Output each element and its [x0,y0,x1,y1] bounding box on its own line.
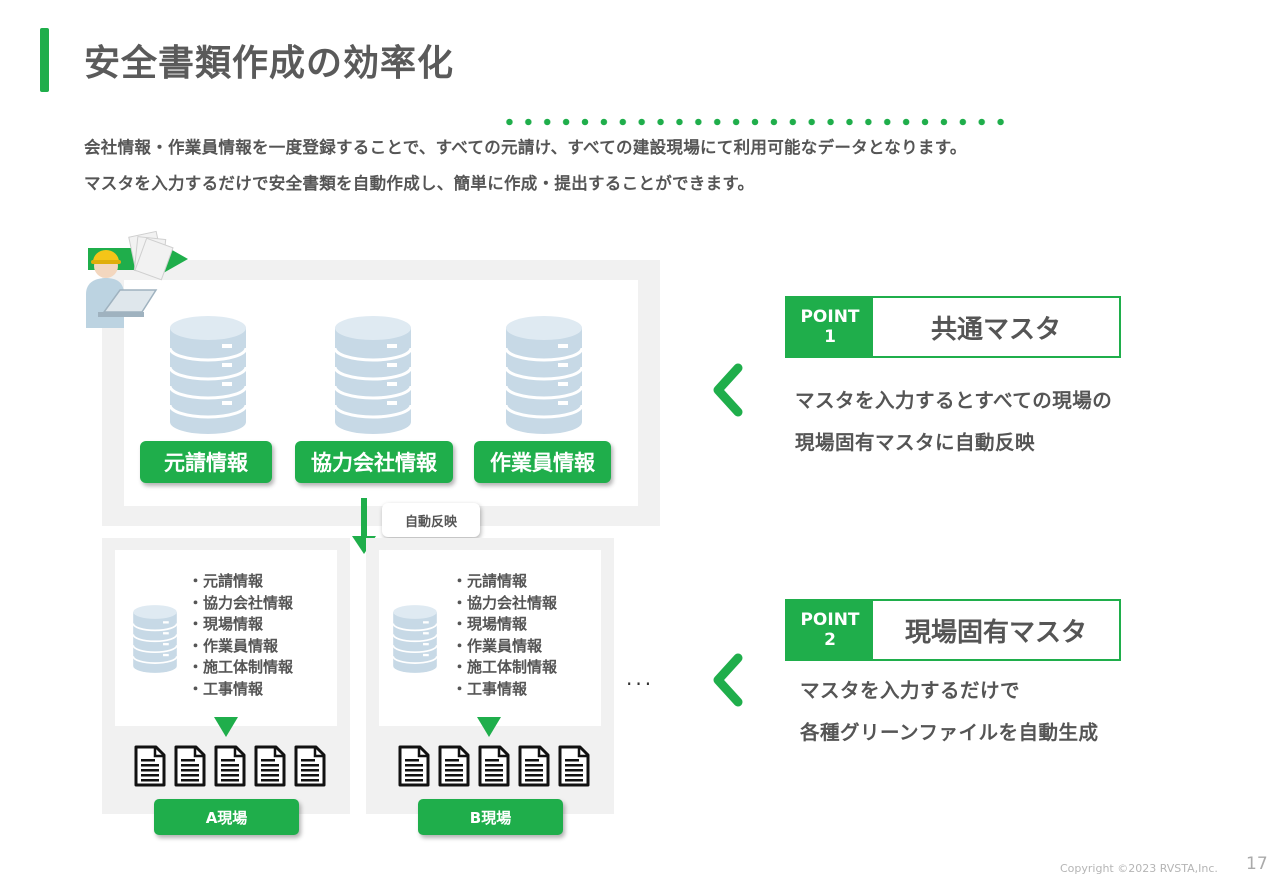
document-icon [558,745,590,787]
lead-text-line-1: 会社情報・作業員情報を一度登録することで、すべての元請け、すべての建設現場にて利… [84,138,967,157]
list-item: ・施工体制情報 [188,658,294,677]
point-1-description-line: マスタを入力するとすべての現場の [795,389,1113,412]
document-icon [518,745,550,787]
site-a-documents [134,745,326,787]
page-number: 17 [1246,854,1268,874]
document-icon [478,745,510,787]
site-a-label: A現場 [154,799,299,835]
document-icon [438,745,470,787]
list-item: ・施工体制情報 [452,658,558,677]
point-2-tag-number: 2 [824,630,836,650]
database-icon [132,604,178,674]
point-1-description-line: 現場固有マスタに自動反映 [795,431,1036,454]
site-b-documents [398,745,590,787]
point-1-title: 共通マスタ [930,314,1061,345]
lead-text-line-2: マスタを入力するだけで安全書類を自動作成し、簡単に作成・提出することができます。 [84,174,755,193]
point-1-box: POINT 1 共通マスタ [785,296,1121,358]
list-item: ・工事情報 [452,679,528,698]
document-icon [174,745,206,787]
document-icon [398,745,430,787]
chevron-left-icon [713,653,743,707]
worker-with-laptop-icon [86,230,188,328]
dotted-decoration [500,117,1012,127]
database-icon [168,314,248,436]
point-2-description-line: マスタを入力するだけで [800,679,1021,702]
list-item: ・工事情報 [188,679,264,698]
point-2-tag-word: POINT [800,610,860,630]
title-accent-bar [40,28,49,92]
database-icon [504,314,584,436]
site-b-label: B現場 [418,799,563,835]
document-icon [134,745,166,787]
copyright-text: Copyright ©2023 RVSTA,Inc. [1060,862,1218,875]
document-icon [214,745,246,787]
list-item: ・元請情報 [452,572,528,590]
point-2-tag: POINT 2 [787,601,873,659]
database-icon [392,604,438,674]
point-1-tag: POINT 1 [787,298,873,356]
list-item: ・協力会社情報 [188,593,294,612]
list-item: ・作業員情報 [188,636,279,655]
document-icon [254,745,286,787]
list-item: ・現場情報 [452,615,528,634]
master-label-partner-company: 協力会社情報 [295,441,453,483]
point-1-description: マスタを入力するとすべての現場の 現場固有マスタに自動反映 [795,380,1112,464]
list-item: ・現場情報 [188,615,264,634]
master-label-worker: 作業員情報 [474,441,611,483]
list-item: ・協力会社情報 [452,593,558,612]
list-item: ・作業員情報 [452,636,543,655]
point-1-tag-word: POINT [800,307,860,327]
point-1-tag-number: 1 [824,327,836,347]
point-2-box: POINT 2 現場固有マスタ [785,599,1121,661]
chevron-left-icon [713,363,743,417]
point-2-description: マスタを入力するだけで 各種グリーンファイルを自動生成 [800,670,1098,754]
master-label-prime-contractor: 元請情報 [140,441,272,483]
list-item: ・元請情報 [188,572,264,590]
site-a-master-list: ・元請情報 ・協力会社情報 ・現場情報 ・作業員情報 ・施工体制情報 ・工事情報 [188,571,293,701]
database-icon [333,314,413,436]
auto-reflect-badge: 自動反映 [382,503,480,537]
auto-reflect-arrow [361,498,367,538]
point-2-title: 現場固有マスタ [904,617,1087,648]
site-b-down-arrow [477,717,501,737]
page-title: 安全書類作成の効率化 [84,43,455,84]
point-2-description-line: 各種グリーンファイルを自動生成 [800,721,1099,744]
more-sites-ellipsis: ... [626,666,655,690]
document-icon [294,745,326,787]
site-a-down-arrow [214,717,238,737]
site-b-master-list: ・元請情報 ・協力会社情報 ・現場情報 ・作業員情報 ・施工体制情報 ・工事情報 [452,571,557,701]
